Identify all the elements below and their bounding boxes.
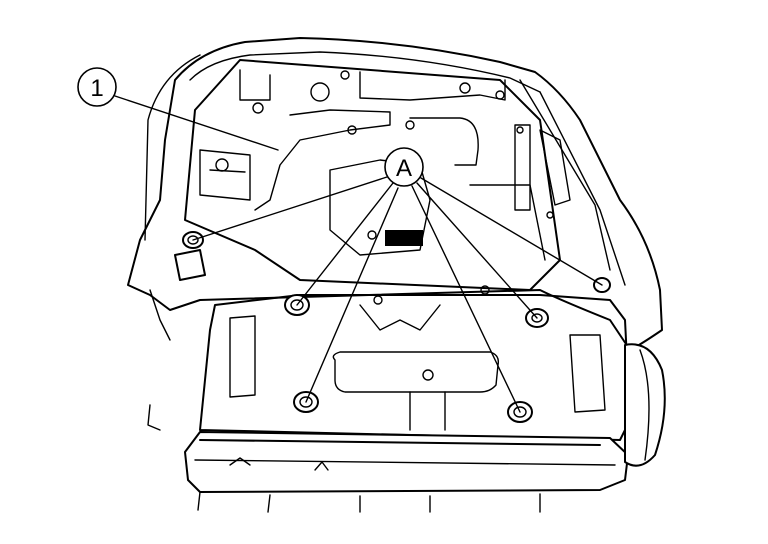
callout-1: 1 (77, 67, 117, 107)
seat-front-rail (184, 431, 629, 513)
recliner-knob (624, 343, 666, 467)
callout-1-leader (114, 95, 279, 151)
callout-a-label: A (396, 155, 412, 182)
callout-a: A (384, 147, 424, 187)
fastener-bolts (182, 231, 611, 423)
callout-a-leaders (192, 175, 603, 413)
left-bracket (147, 249, 206, 431)
callout-1-label: 1 (90, 75, 103, 102)
seat-cushion-pan (199, 285, 631, 441)
